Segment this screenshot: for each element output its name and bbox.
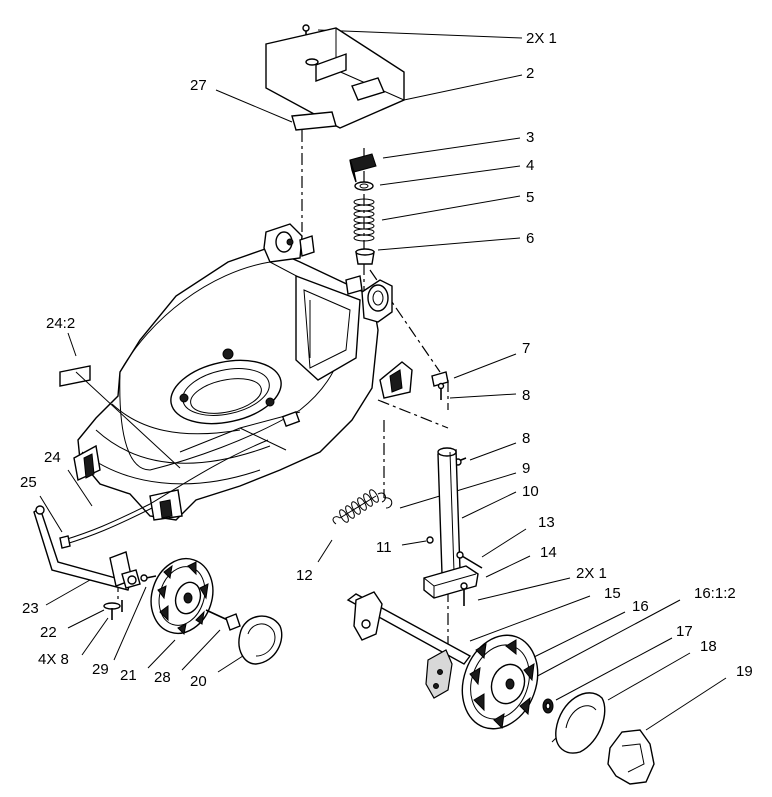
callout-8-upper: 8 [522, 387, 530, 404]
spring-12 [332, 489, 393, 525]
hubcap-19 [607, 729, 655, 785]
front-axle [33, 505, 157, 620]
callout-24-2: 24:2 [46, 315, 75, 332]
callout-19: 19 [736, 663, 753, 680]
callout-5: 5 [526, 189, 534, 206]
hubcap-20 [205, 609, 283, 665]
bracket-14 [423, 536, 483, 606]
adjust-tube-10 [437, 447, 461, 575]
callout-18: 18 [700, 638, 717, 655]
callout-1-lower: 2X 1 [576, 565, 607, 582]
cable-24 [59, 439, 269, 549]
leader-lines [39, 29, 727, 731]
clip-7-and-screws [431, 371, 467, 466]
decal-24-2 [59, 365, 181, 469]
callout-12: 12 [296, 567, 313, 584]
callout-15: 15 [604, 585, 621, 602]
callout-3: 3 [526, 129, 534, 146]
callout-28: 28 [154, 669, 171, 686]
callout-23: 23 [22, 600, 39, 617]
callout-10: 10 [522, 483, 539, 500]
rear-axle [346, 591, 472, 699]
callout-25: 25 [20, 474, 37, 491]
callout-24: 24 [44, 449, 61, 466]
front-wheel-21 [150, 557, 214, 636]
callout-7: 7 [522, 340, 530, 357]
callout-27: 27 [190, 77, 207, 94]
callout-4: 4 [526, 157, 534, 174]
callout-13: 13 [538, 514, 555, 531]
callout-4x8: 4X 8 [38, 651, 69, 668]
callout-6: 6 [526, 230, 534, 247]
callout-16: 16 [632, 598, 649, 615]
callout-11: 11 [376, 539, 392, 556]
callout-17: 17 [676, 623, 693, 640]
callout-20: 20 [190, 673, 207, 690]
callout-21: 21 [120, 667, 137, 684]
mower-deck [73, 223, 413, 521]
rear-wheel-16 [461, 634, 539, 730]
handle-cover-part [265, 24, 405, 129]
callout-29: 29 [92, 661, 109, 678]
callout-labels: 2X 1 2 27 3 4 5 6 24:2 7 8 8 9 10 24 25 … [20, 30, 753, 690]
callout-1-top: 2X 1 [526, 30, 557, 47]
callout-9: 9 [522, 460, 530, 477]
callout-14: 14 [540, 544, 557, 561]
spacer-plate-27 [291, 111, 337, 131]
callout-22: 22 [40, 624, 57, 641]
callout-8-lower: 8 [522, 430, 530, 447]
rear-hub-parts [542, 692, 606, 754]
adjuster-stack [349, 153, 377, 265]
callout-2: 2 [526, 65, 534, 82]
callout-16-1-2: 16:1:2 [694, 585, 736, 602]
spring-5 [353, 198, 375, 242]
